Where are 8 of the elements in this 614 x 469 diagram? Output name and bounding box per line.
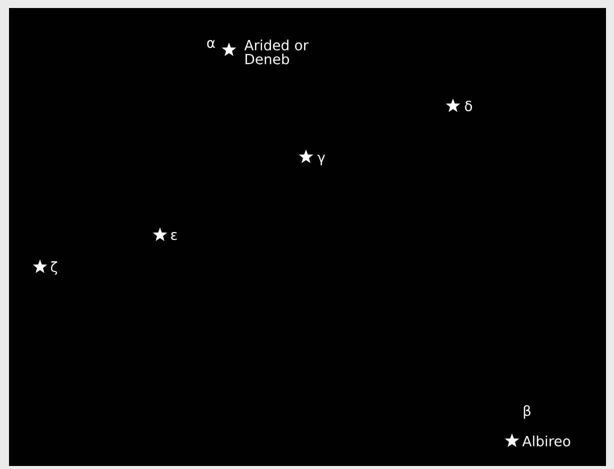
star-label: γ xyxy=(317,154,326,166)
star-label: ε xyxy=(171,232,177,240)
star-label: α xyxy=(207,40,215,48)
star-label: ζ xyxy=(50,261,58,275)
star-label: Arided or Deneb xyxy=(244,40,309,64)
star-label: Albireo xyxy=(522,436,570,446)
star-label: β xyxy=(524,405,530,419)
star-label: δ xyxy=(464,100,472,112)
